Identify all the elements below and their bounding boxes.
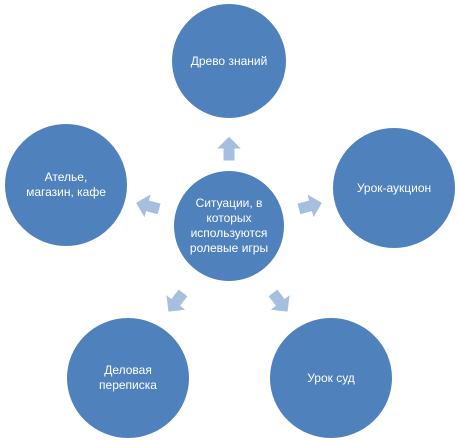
- arrow-to-node-bottom-left: [165, 288, 189, 313]
- center-node: Ситуации, в которых используются ролевые…: [172, 169, 286, 283]
- node-left: Ателье, магазин, кафе: [3, 122, 129, 248]
- node-right: Урок-аукцион: [331, 126, 457, 250]
- node-left-label: Ателье, магазин, кафе: [26, 170, 106, 199]
- node-bottom-left-label: Деловая переписка: [99, 363, 157, 392]
- node-right-label: Урок-аукцион: [356, 180, 432, 195]
- center-node-label: Ситуации, в которых используются ролевые…: [189, 196, 269, 255]
- arrow-to-node-left: [134, 192, 162, 220]
- node-top: Древо знаний: [170, 2, 288, 120]
- node-bottom-right: Урок суд: [268, 316, 394, 440]
- node-top-label: Древо знаний: [190, 53, 268, 68]
- arrow-to-node-top: [214, 135, 244, 162]
- arrow-to-node-right: [296, 192, 324, 220]
- node-bottom-right-label: Урок суд: [307, 370, 355, 385]
- node-bottom-left: Деловая переписка: [65, 316, 191, 440]
- arrow-to-node-bottom-right: [267, 288, 291, 313]
